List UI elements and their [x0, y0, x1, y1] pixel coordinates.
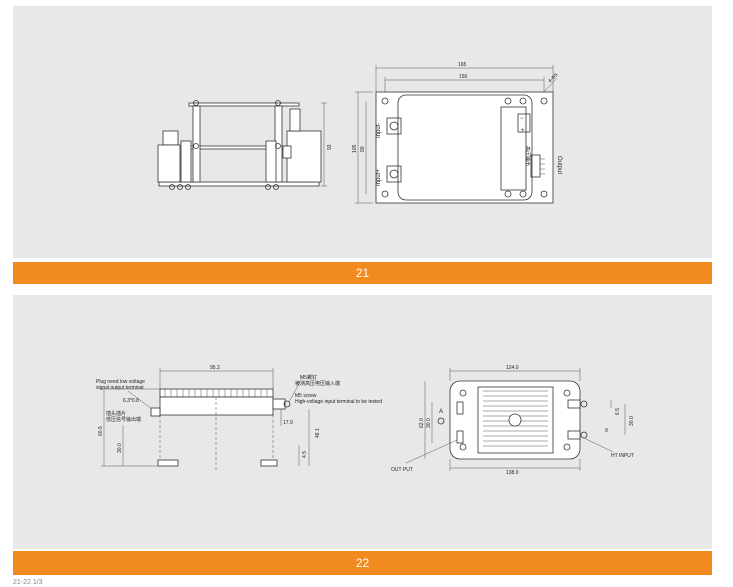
top-width-label: 124.0	[506, 365, 519, 371]
top-view: 165 150 4-Φ5 − +	[352, 62, 562, 204]
m5-cn2-label: 被测高压电压输入端	[295, 380, 340, 387]
side-view-22: Plug need low voltage signal output term…	[96, 365, 382, 470]
cn-plug-line1: 插头插片	[106, 410, 126, 417]
output-label: Output	[556, 156, 562, 174]
right-30-label: 30.0	[629, 416, 635, 426]
side-30-label: 30.0	[117, 443, 123, 453]
figure-21-number: 21	[13, 262, 712, 284]
inner-height-label: 90	[360, 146, 366, 152]
side-view: 93	[157, 100, 333, 190]
plug-note-line1: Plug need low voltage	[96, 379, 145, 385]
m5-en1-label: M5 screw	[295, 393, 317, 399]
left-62-label: 62.0	[419, 418, 425, 428]
overall-width-label: 165	[458, 62, 467, 68]
d48-1-label: 48.1	[315, 428, 321, 438]
length-label: 95.2	[210, 365, 220, 371]
hole-pitch-label: 150	[459, 74, 468, 80]
figure-22-panel: Plug need low voltage signal output term…	[13, 295, 712, 549]
page-footer: 21-22 1/3	[13, 579, 43, 586]
terminal-plus: +	[521, 128, 525, 134]
m5-cn-label: M5螺钉	[300, 374, 317, 381]
out-put-label: OUT PUT	[391, 467, 413, 473]
figure-21-panel: 93 165 150 4-Φ5	[13, 6, 712, 258]
cn-plug-line2: 低压信号输出端	[106, 416, 141, 423]
figure-22-drawing: Plug need low voltage signal output term…	[96, 365, 635, 476]
top-view-22: 124.0	[391, 365, 635, 476]
m5-en2-label: High-voltage input terminal to be tested	[295, 399, 382, 405]
hv-output-cn-label: 高压输出	[524, 146, 531, 166]
point-a-label: A	[439, 409, 443, 415]
bottom-width-label: 138.0	[506, 470, 519, 476]
overall-height-label: 105	[352, 144, 358, 153]
fins	[164, 389, 268, 397]
terminal-minus: −	[520, 116, 524, 122]
input-minus-label: Input-	[376, 123, 382, 138]
right-9-label: 9	[605, 428, 608, 434]
input-plus-label: Input+	[376, 169, 382, 186]
right-6-5-label: 6.5	[615, 408, 621, 415]
plug-note-line2: signal output terminal	[96, 385, 144, 391]
hole-label: 4-Φ5	[547, 72, 559, 84]
side-height-label: 93	[327, 144, 333, 150]
figure-21-drawing: 93 165 150 4-Φ5	[157, 62, 562, 204]
pin-size-label: 6.3*0.8	[123, 398, 139, 404]
figure-22-number: 22	[13, 551, 712, 575]
left-30-label: 30.0	[426, 418, 432, 428]
d4-5-label: 4.5	[302, 451, 308, 458]
ht-input-label: HT INPUT	[611, 453, 634, 459]
height-label: 60.5	[98, 426, 104, 436]
d17-9-label: 17.9	[283, 420, 293, 426]
